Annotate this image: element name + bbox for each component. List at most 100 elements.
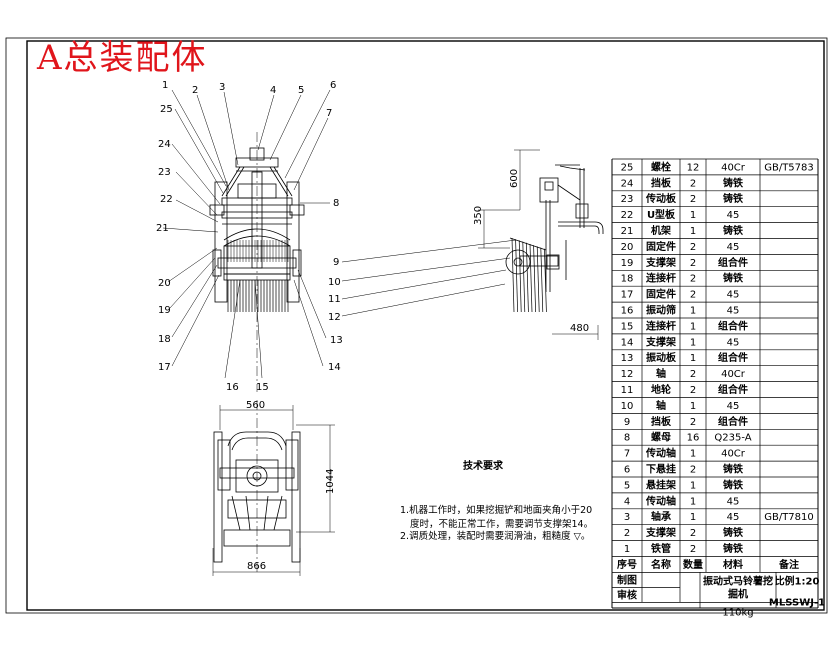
side-tine — [544, 248, 547, 313]
bom-cell-material: 45 — [727, 210, 740, 221]
side-tine — [526, 242, 529, 313]
title-scale: 比例1:20 — [775, 574, 820, 587]
bom-cell-material: 铸铁 — [723, 542, 743, 555]
bom-cell-no: 9 — [624, 417, 630, 428]
callout-5: 5 — [298, 85, 304, 96]
callout-3: 3 — [219, 82, 225, 93]
bom-cell-qty: 1 — [690, 210, 696, 221]
bom-cell-material: 铸铁 — [723, 176, 743, 189]
callout-numbers: 1 2 3 4 5 6 7 8 9 10 11 12 13 14 15 16 1… — [156, 80, 343, 393]
callout-7: 7 — [326, 108, 332, 119]
bom-cell-name: 机架 — [651, 224, 671, 237]
bom-cell-material: 45 — [727, 306, 740, 317]
bom-cell-name: 下悬挂 — [646, 463, 676, 476]
title-weight: 110kg — [722, 607, 753, 618]
bom-cell-no: 6 — [624, 465, 630, 476]
dim-480: 480 — [570, 323, 589, 334]
bom-cell-name: 传动轴 — [645, 447, 676, 460]
bom-cell-name: 悬挂架 — [645, 478, 676, 491]
bom-cell-qty: 1 — [690, 306, 696, 317]
callout-17: 17 — [158, 362, 171, 373]
bom-cell-name: 连接杆 — [646, 272, 676, 285]
callout-9: 9 — [333, 257, 339, 268]
bom-cell-name: 轴承 — [651, 510, 671, 523]
bom-cell-no: 17 — [621, 290, 634, 301]
tech-note-1b: 度时，不能正常工作，需要调节支撑架14。 — [410, 519, 594, 530]
bom-cell-qty: 1 — [690, 401, 696, 412]
callout-4: 4 — [270, 85, 276, 96]
callout-25: 25 — [160, 104, 173, 115]
bom-cell-material: 45 — [727, 242, 740, 253]
bom-cell-no: 3 — [624, 512, 630, 523]
bom-cell-no: 14 — [621, 337, 634, 348]
bom-cell-no: 10 — [621, 401, 634, 412]
bom-cell-name: 挡板 — [651, 415, 672, 428]
bom-cell-material: 组合件 — [718, 415, 748, 428]
callout-20: 20 — [158, 278, 171, 289]
bom-cell-no: 11 — [621, 385, 634, 396]
bom-cell-qty: 2 — [690, 369, 696, 380]
bom-cell-no: 15 — [621, 321, 634, 332]
side-tine — [529, 243, 533, 313]
bom-cell-name: 固定件 — [646, 288, 676, 301]
bom-cell-qty: 1 — [690, 496, 696, 507]
bom-header-name: 名称 — [651, 558, 671, 571]
callout-6: 6 — [330, 80, 336, 91]
bom-cell-material: Q235-A — [714, 433, 751, 444]
bom-cell-material: 组合件 — [718, 383, 748, 396]
title-product-1: 振动式马铃薯挖 — [703, 574, 773, 587]
callout-15: 15 — [256, 382, 269, 393]
front-tines — [227, 240, 289, 312]
callout-19: 19 — [158, 305, 171, 316]
bom-cell-qty: 2 — [690, 465, 696, 476]
bom-cell-name: 振动板 — [646, 351, 677, 364]
dim-1044: 1044 — [325, 469, 336, 494]
bom-cell-note: GB/T7810 — [764, 512, 814, 523]
bom-cell-name: 支撑架 — [645, 335, 676, 348]
bom-cell-name: 固定件 — [646, 240, 676, 253]
bom-cell-material: 40Cr — [721, 449, 746, 460]
bom-cell-qty: 1 — [690, 337, 696, 348]
bom-cell-material: 铸铁 — [723, 463, 743, 476]
bom-cell-no: 1 — [624, 544, 630, 555]
bom-cell-material: 45 — [727, 401, 740, 412]
side-dimensions: 600 350 480 — [473, 149, 599, 340]
bom-cell-no: 24 — [621, 178, 634, 189]
dim-600: 600 — [509, 169, 520, 188]
bom-cell-qty: 2 — [690, 258, 696, 269]
bom-cell-no: 16 — [621, 306, 634, 317]
tech-requirements-title: 技术要求 — [463, 461, 503, 472]
callout-12: 12 — [328, 312, 341, 323]
dim-350: 350 — [473, 206, 484, 225]
plan-dimensions: 560 1044 866 — [212, 400, 336, 576]
bom-cell-no: 5 — [624, 480, 630, 491]
bom-cell-no: 8 — [624, 433, 630, 444]
side-tines — [511, 237, 547, 313]
bom-cell-no: 21 — [621, 226, 634, 237]
bom-cell-no: 25 — [621, 162, 634, 173]
title-checked: 审核 — [617, 588, 637, 601]
bom-cell-name: 地轮 — [651, 383, 671, 396]
side-tine — [511, 237, 515, 313]
bom-cell-material: 铸铁 — [723, 272, 743, 285]
bom-cell-name: 支撑架 — [645, 256, 676, 269]
callout-22: 22 — [160, 194, 173, 205]
callout-2: 2 — [192, 85, 198, 96]
bom-header-qty: 数量 — [683, 558, 703, 571]
bom-cell-qty: 2 — [690, 385, 696, 396]
outer-frame — [5, 37, 828, 614]
bom-cell-qty: 2 — [690, 528, 696, 539]
bom-cell-material: 组合件 — [718, 256, 748, 269]
bom-cell-material: 45 — [727, 290, 740, 301]
bom-cell-name: 轴 — [656, 399, 666, 412]
dim-560: 560 — [246, 400, 265, 411]
bom-cell-qty: 12 — [687, 162, 700, 173]
callout-14: 14 — [328, 362, 341, 373]
bom-cell-qty: 1 — [690, 321, 696, 332]
bom-header-no: 序号 — [617, 558, 637, 571]
bom-cell-qty: 2 — [690, 544, 696, 555]
bom-cell-name: 连接杆 — [646, 319, 676, 332]
callout-leaders — [162, 89, 517, 379]
bom-cell-qty: 2 — [690, 242, 696, 253]
